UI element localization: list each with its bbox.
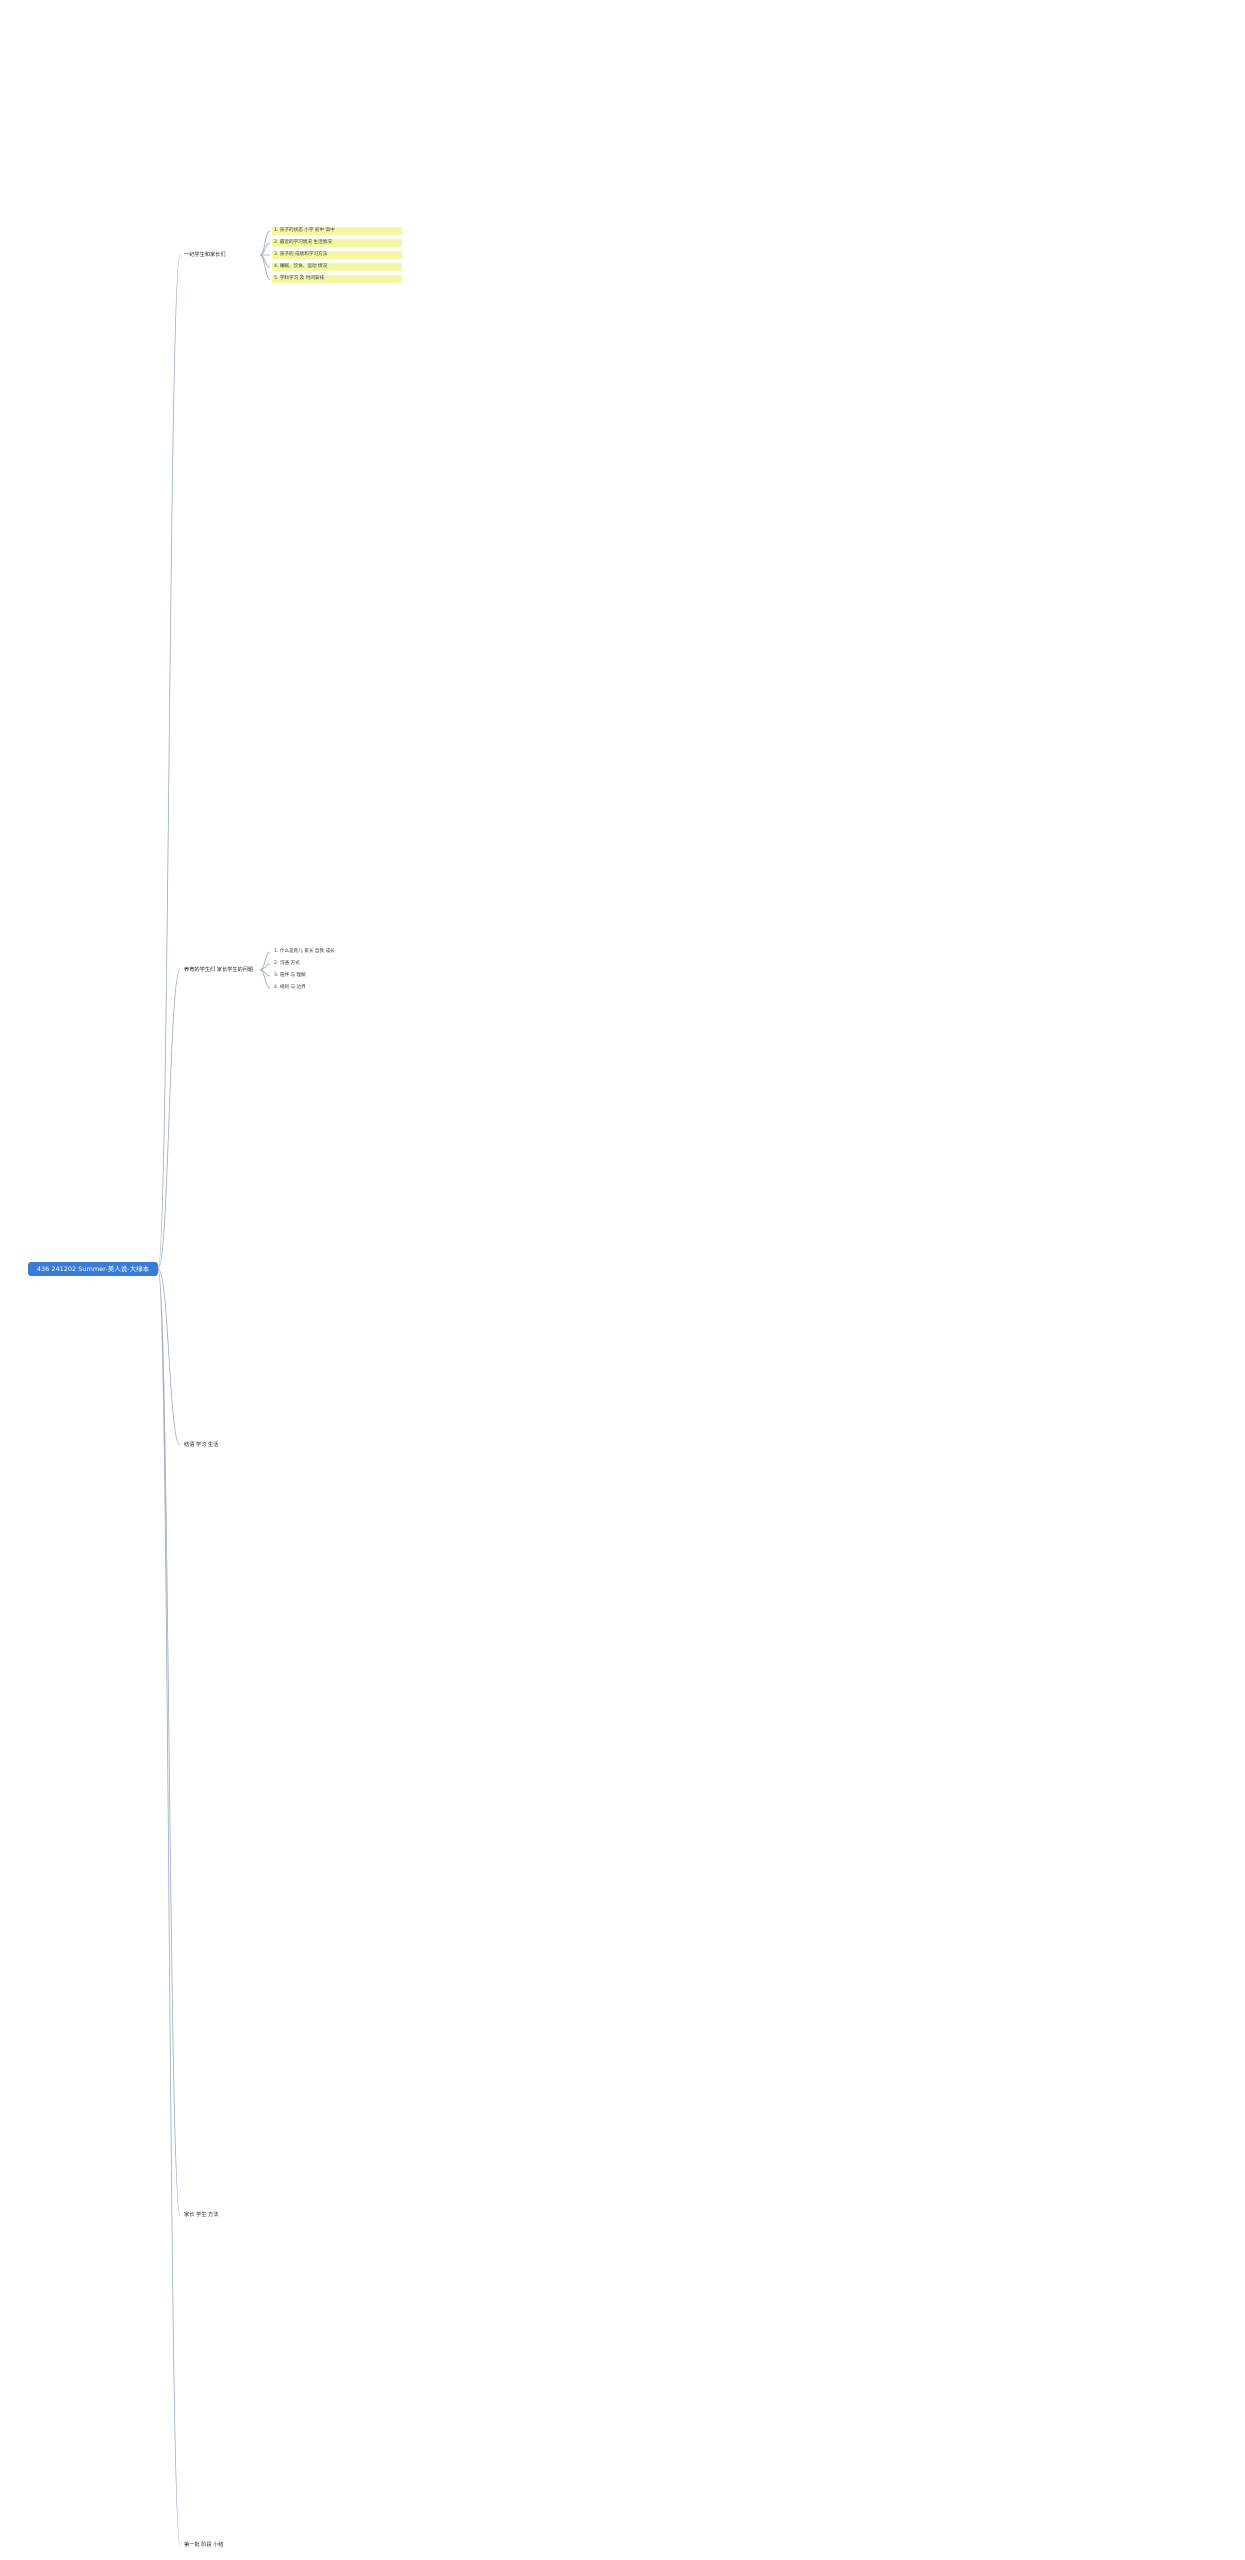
branch-node-b4[interactable]: 家长 学生 方法 xyxy=(184,2212,219,2218)
edge xyxy=(259,969,271,989)
sub-node[interactable]: 2. 最近的学习情况 生活情况 xyxy=(272,239,402,247)
branch-node-b2[interactable]: 养育的学生们 家长学生的问题 xyxy=(184,967,254,973)
sub-node[interactable]: 3. 孩子的 成绩和学习方法 xyxy=(272,251,402,259)
sub-node[interactable]: 4. 规则 与 边界 xyxy=(274,985,306,990)
edge xyxy=(157,254,181,1270)
sub-node[interactable]: 1. 什么是育儿 家长 自我 成长 xyxy=(274,949,335,954)
sub-node[interactable]: 5. 学科学习 及 时间安排 xyxy=(272,275,402,283)
sub-node[interactable]: 4. 睡眠、饮食、运动 情况 xyxy=(272,263,402,271)
sub-node[interactable]: 1. 孩子的状态 小学 初中 高中 xyxy=(272,227,402,235)
edge xyxy=(157,1268,181,1446)
branch-node-b5[interactable]: 第一批 阶段 小结 xyxy=(184,2542,224,2548)
root-node[interactable]: 436 241202 Summer-美人说-大绿本 xyxy=(28,1262,158,1276)
edge xyxy=(157,1268,181,2546)
branch-node-b3[interactable]: 结语 学习 生活 xyxy=(184,1442,219,1448)
edge xyxy=(157,1268,181,2216)
edge xyxy=(259,254,271,280)
branch-node-b1[interactable]: 一纪学生和家长们 xyxy=(184,252,226,258)
sub-node[interactable]: 2. 沟通 方式 xyxy=(274,961,300,966)
edge xyxy=(157,969,181,1270)
sub-node[interactable]: 3. 陪伴 与 理解 xyxy=(274,973,306,978)
